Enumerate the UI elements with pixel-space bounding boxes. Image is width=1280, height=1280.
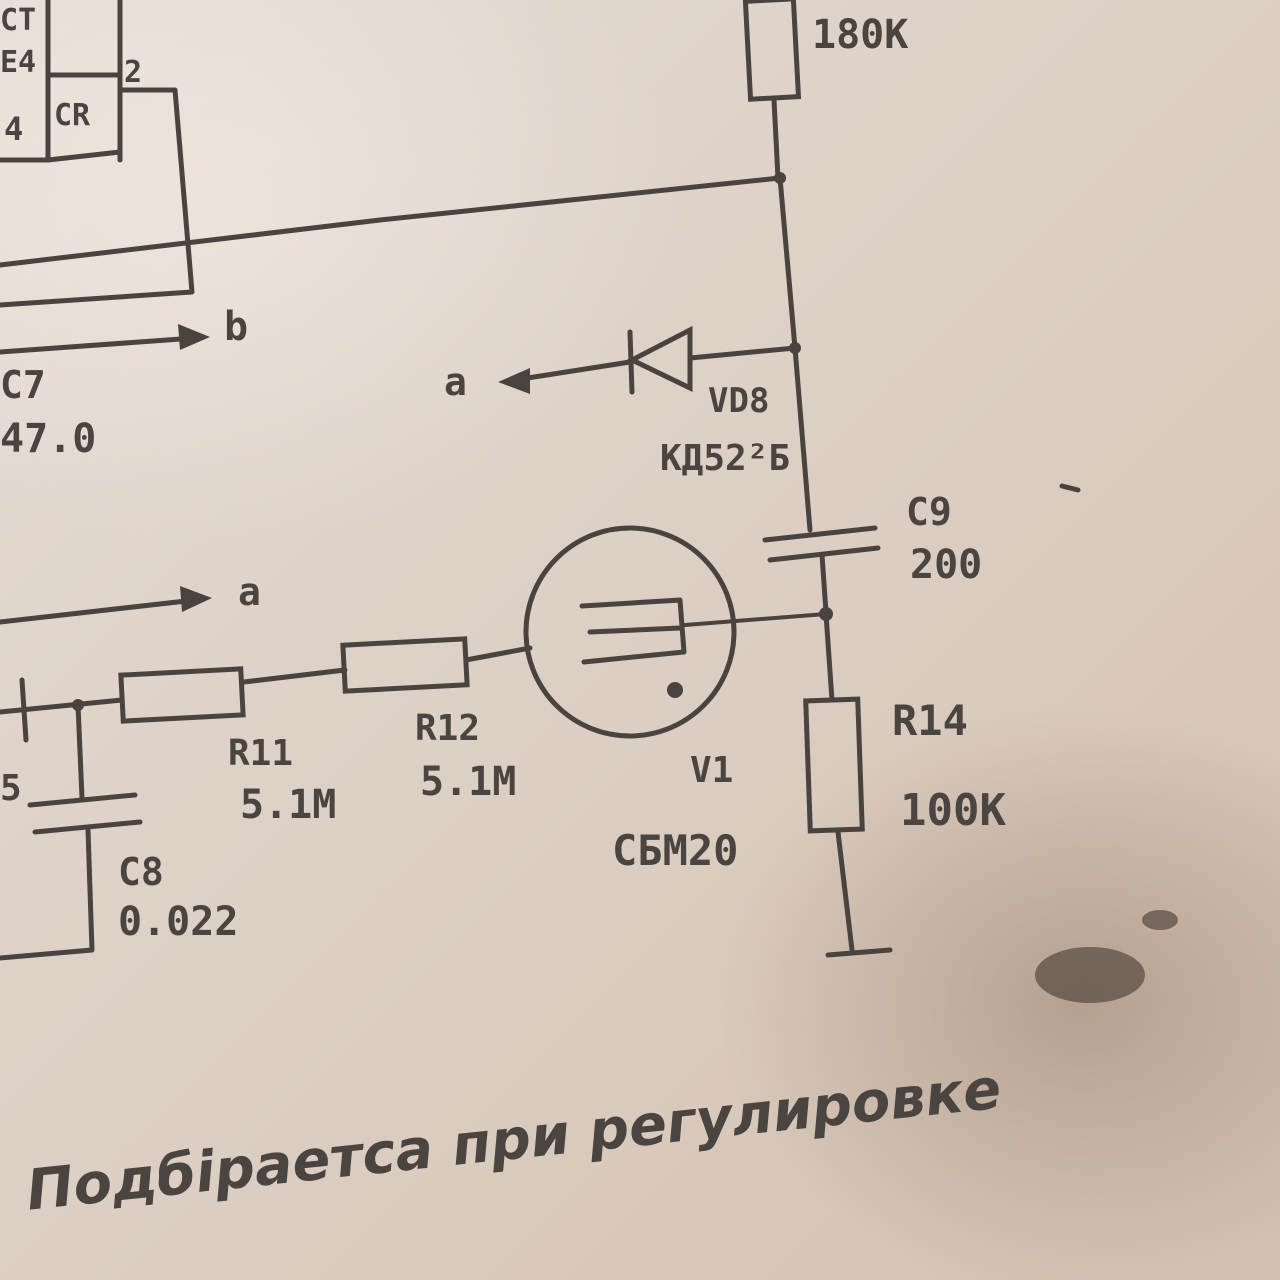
wire-r12-tube: [463, 645, 533, 663]
r12-ref: R12: [415, 708, 480, 749]
wire-block-loop: [0, 87, 195, 308]
c8-ref: C8: [118, 850, 164, 894]
resistor-top-value: 180K: [812, 12, 908, 58]
r11-ref: R11: [228, 733, 293, 774]
c7-ref: C7: [0, 363, 46, 407]
capacitor-c8: [0, 699, 143, 961]
stray-mark: [1059, 483, 1081, 493]
net-b-label: b: [224, 304, 248, 350]
net-a-arrow: [0, 586, 212, 625]
capacitor-c9: [762, 525, 881, 615]
diode-output-label: a: [444, 360, 467, 404]
wire-left-c8: [0, 697, 125, 715]
partial-ic-block: CT E4 4 CR 2: [0, 0, 142, 163]
tube-ref: V1: [690, 750, 733, 791]
net-b-arrow: [0, 324, 210, 355]
resistor-r12: [340, 636, 470, 694]
block-pin-label: 2: [124, 55, 142, 90]
block-label-3: 4: [4, 110, 23, 148]
c8-value: 0.022: [118, 899, 238, 945]
resistor-r11: [118, 666, 246, 724]
tube-type: СБМ20: [612, 826, 738, 875]
block-label-1: CT: [0, 3, 36, 38]
block-label-2: E4: [0, 45, 36, 80]
block-cr-label: CR: [54, 98, 91, 133]
note-text: Подбіраетса при регулировке: [23, 1057, 1004, 1224]
c9-value: 200: [910, 542, 982, 588]
wire-rtop-node: [771, 97, 781, 181]
net-a-label: a: [238, 570, 261, 614]
ink-stain: [1142, 910, 1178, 930]
r12-value: 5.1M: [420, 759, 516, 805]
wire-top-bus: [0, 175, 783, 268]
ink-stain: [1035, 947, 1145, 1003]
resistor-r14: [803, 611, 893, 958]
c7-value: 47.0: [0, 416, 96, 462]
wire-r11-r12: [241, 667, 348, 685]
diode-vd8: [498, 325, 798, 395]
r14-ref: R14: [892, 696, 968, 745]
resistor-top: [742, 0, 802, 102]
r11-value: 5.1M: [240, 782, 336, 828]
c9-ref: C9: [906, 490, 952, 534]
diode-type: КД52²Б: [660, 438, 790, 479]
diode-ref: VD8: [708, 381, 769, 421]
r14-value: 100K: [900, 785, 1006, 836]
partial-left-component: [19, 677, 29, 743]
geiger-tube-v1: [523, 525, 828, 739]
partial-left-label: 5: [0, 768, 22, 809]
